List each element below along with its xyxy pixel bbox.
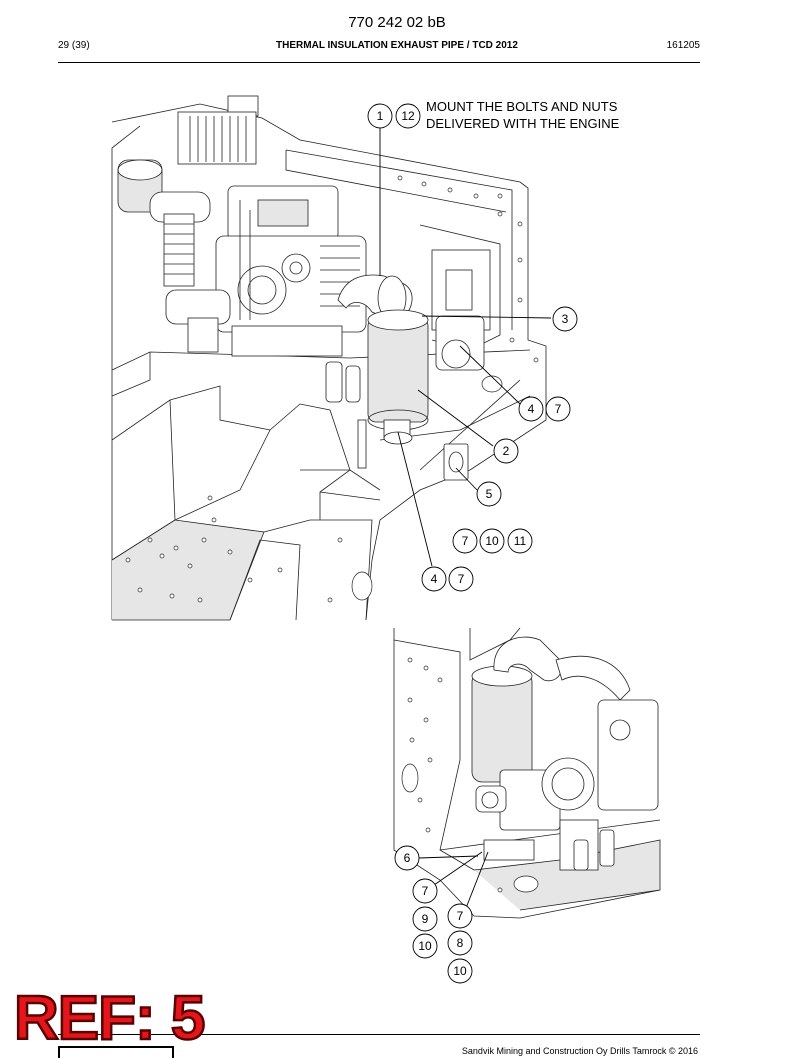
- svg-text:10: 10: [418, 939, 432, 953]
- header-rule: [58, 62, 700, 63]
- svg-text:7: 7: [458, 572, 465, 586]
- callout-7: 7: [452, 528, 478, 554]
- callout-10: 10: [447, 958, 473, 984]
- document-id: 770 242 02 bB: [348, 14, 446, 31]
- svg-text:2: 2: [503, 444, 510, 458]
- svg-text:7: 7: [422, 884, 429, 898]
- callout-10: 10: [479, 528, 505, 554]
- svg-text:8: 8: [457, 936, 464, 950]
- main-leaders: [379, 128, 552, 567]
- copyright-footer: Sandvik Mining and Construction Oy Drill…: [461, 1046, 698, 1056]
- callout-7: 7: [545, 396, 571, 422]
- plate-holes: [125, 175, 539, 603]
- callout-4: 4: [421, 566, 447, 592]
- callout-7: 7: [412, 878, 438, 904]
- callout-11: 11: [507, 528, 533, 554]
- svg-text:7: 7: [457, 909, 464, 923]
- footer-rule: [58, 1034, 700, 1035]
- detail-leaders: [418, 851, 489, 909]
- svg-text:4: 4: [431, 572, 438, 586]
- svg-text:10: 10: [453, 964, 467, 978]
- callout-10: 10: [412, 933, 438, 959]
- page-number: 29 (39): [58, 40, 90, 51]
- engine: [117, 95, 367, 403]
- callout-2: 2: [493, 438, 519, 464]
- svg-text:11: 11: [514, 534, 527, 548]
- assembly-note-line-1: MOUNT THE BOLTS AND NUTS: [426, 99, 618, 114]
- svg-text:9: 9: [422, 912, 429, 926]
- callout-1: 1: [367, 103, 393, 129]
- svg-text:10: 10: [485, 534, 499, 548]
- callout-3: 3: [552, 306, 578, 332]
- callout-5: 5: [476, 481, 502, 507]
- detail-view: [393, 627, 661, 919]
- callout-8: 8: [447, 930, 473, 956]
- svg-text:4: 4: [528, 402, 535, 416]
- reference-label: REF: 5: [13, 983, 207, 1055]
- svg-text:3: 3: [562, 312, 569, 326]
- exhaust-pipe: [337, 274, 485, 481]
- assembly-note-line-2: DELIVERED WITH THE ENGINE: [426, 116, 620, 131]
- page-title: THERMAL INSULATION EXHAUST PIPE / TCD 20…: [276, 40, 518, 51]
- brand-logo: [58, 1046, 174, 1058]
- page-date: 161205: [666, 40, 700, 51]
- svg-text:6: 6: [404, 851, 411, 865]
- callout-9: 9: [412, 906, 438, 932]
- callout-4: 4: [518, 396, 544, 422]
- callout-12: 12: [395, 103, 421, 129]
- svg-text:12: 12: [401, 109, 415, 123]
- assembly-note: MOUNT THE BOLTS AND NUTS DELIVERED WITH …: [426, 98, 619, 132]
- svg-text:7: 7: [462, 534, 469, 548]
- svg-text:7: 7: [555, 402, 562, 416]
- callout-7: 7: [447, 903, 473, 929]
- callout-7: 7: [448, 566, 474, 592]
- callout-6: 6: [394, 845, 420, 871]
- svg-text:5: 5: [486, 487, 493, 501]
- svg-text:1: 1: [377, 109, 384, 123]
